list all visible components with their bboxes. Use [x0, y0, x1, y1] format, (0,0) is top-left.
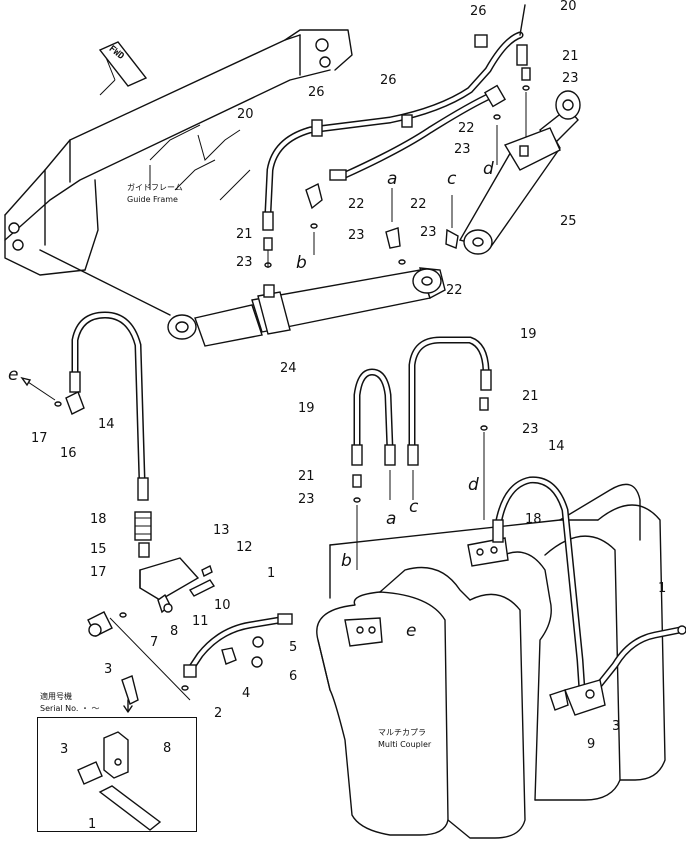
serial-inset-drawing: [77, 675, 162, 831]
multi-coupler-caption-en: Multi Coupler: [378, 740, 432, 749]
guide-frame-drawing: [4, 29, 353, 316]
part-label: 17: [90, 565, 107, 580]
part-label: 22: [458, 121, 475, 136]
part-label: 18: [525, 512, 542, 527]
multi-coupler-caption-jp: マルチカプラ: [378, 728, 426, 737]
connection-letter: a: [387, 169, 398, 189]
part-label: 24: [280, 361, 297, 376]
part-label: 1: [88, 817, 97, 832]
part-label: 23: [522, 422, 539, 437]
part-label: 20: [237, 107, 254, 122]
part-label: 21: [562, 49, 579, 64]
connection-letter: a: [386, 509, 397, 529]
connection-letter: d: [468, 475, 479, 495]
part-label: 6: [289, 669, 298, 684]
part-label: 2: [214, 706, 223, 721]
part-label: 18: [90, 512, 107, 527]
part-label: 14: [98, 417, 115, 432]
serial-caption-en: Serial No. ・ ～: [40, 704, 100, 713]
connection-letter: b: [341, 551, 352, 571]
part-label: 12: [236, 540, 253, 555]
connection-letter: b: [296, 253, 307, 273]
part-label: 4: [242, 686, 251, 701]
part-label: 22: [348, 197, 365, 212]
part-label: 23: [236, 255, 253, 270]
part-label: 22: [446, 283, 463, 298]
connection-letter: c: [447, 169, 457, 189]
valve-assembly: [87, 511, 216, 701]
part-label: 23: [454, 142, 471, 157]
connection-letter: d: [483, 159, 494, 179]
part-label: 21: [298, 469, 315, 484]
part-label: 23: [348, 228, 365, 243]
cylinder-24: [167, 267, 446, 347]
hose-1-lower-left: [183, 613, 293, 678]
connection-letter: e: [406, 621, 417, 641]
connection-letter: c: [409, 497, 419, 517]
part-label: 26: [470, 4, 487, 19]
serial-caption-jp: 適用号機: [40, 692, 72, 701]
part-label: 19: [520, 327, 537, 342]
part-label: 14: [548, 439, 565, 454]
part-label: 10: [214, 598, 231, 613]
part-label: 8: [163, 741, 172, 756]
part-label: 8: [170, 624, 179, 639]
part-label: 19: [298, 401, 315, 416]
part-label: 23: [562, 71, 579, 86]
guide-frame-caption-en: Guide Frame: [127, 195, 178, 204]
boom-hoses-top: [262, 4, 528, 231]
part-label: 13: [213, 523, 230, 538]
part-label: 16: [60, 446, 77, 461]
part-label: 3: [60, 742, 69, 757]
part-label: 20: [560, 0, 577, 14]
part-label: 23: [420, 225, 437, 240]
hoses-19: [351, 336, 492, 570]
part-label: 11: [192, 614, 209, 629]
part-label: 26: [308, 85, 325, 100]
part-label: 26: [380, 73, 397, 88]
part-label: 23: [298, 492, 315, 507]
serial-inset-frame: [37, 717, 197, 832]
part-label: 9: [587, 737, 596, 752]
connection-letter: e: [8, 365, 19, 385]
hose-14-left: [20, 311, 149, 501]
cylinder-25: [458, 90, 581, 255]
part-label: 17: [31, 431, 48, 446]
part-label: 1: [658, 581, 667, 596]
part-label: 25: [560, 214, 577, 229]
part-label: 15: [90, 542, 107, 557]
part-label: 3: [612, 719, 621, 734]
part-label: 21: [236, 227, 253, 242]
part-label: 5: [289, 640, 298, 655]
top-fittings: [263, 67, 531, 268]
part-label: 7: [150, 635, 159, 650]
part-label: 21: [522, 389, 539, 404]
multi-coupler-drawing: [316, 476, 686, 839]
part-label: 1: [267, 566, 276, 581]
part-label: 3: [104, 662, 113, 677]
guide-frame-caption-jp: ガイドフレーム: [127, 183, 183, 192]
part-label: 22: [410, 197, 427, 212]
